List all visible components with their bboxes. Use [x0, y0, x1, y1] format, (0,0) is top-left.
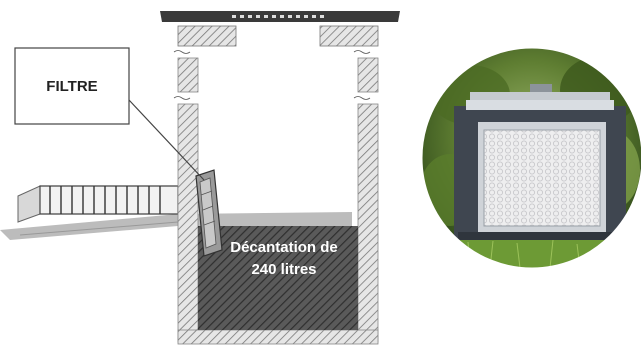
left-wall: [173, 50, 199, 343]
bottom-slab: [177, 329, 379, 345]
filter-element: [195, 169, 223, 257]
photo-frame: [421, 47, 641, 269]
filter-callout-box: [14, 47, 130, 125]
settling-tank: [198, 226, 358, 330]
filter-callout: FILTRE: [14, 47, 205, 181]
inlet-grating: [17, 185, 179, 223]
filter-housing: [454, 84, 626, 240]
cross-section-diagram: Décantation de 240 litres FILTRE: [0, 11, 400, 345]
tank-label: Décantation de 240 litres: [230, 239, 338, 278]
tank-label-line1: Décantation de: [230, 239, 338, 256]
tank-lid: [160, 11, 400, 22]
filter-callout-leader: [128, 99, 205, 181]
tank-label-line2: 240 litres: [251, 261, 316, 278]
left-top-block: [177, 25, 237, 47]
filter-callout-label: FILTRE: [46, 78, 97, 95]
ground-layer: [0, 212, 352, 240]
right-top-block: [319, 25, 379, 47]
filter-unit-photo: [421, 47, 641, 269]
